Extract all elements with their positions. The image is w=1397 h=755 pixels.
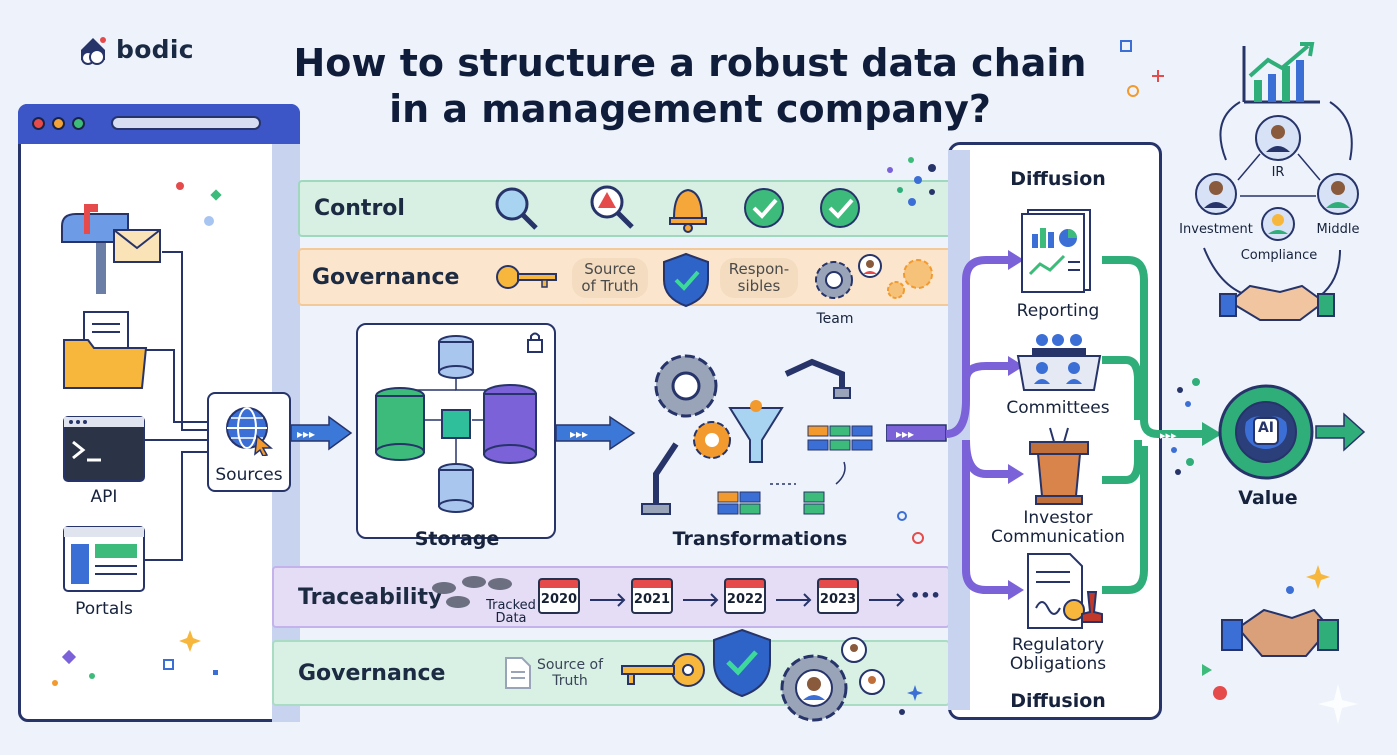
bell-icon bbox=[669, 188, 707, 233]
footprints-icon bbox=[432, 576, 512, 608]
stakeholder-investment-label: Investment bbox=[1179, 222, 1253, 237]
brand-logo[interactable]: bodic bbox=[76, 32, 194, 66]
window-maximize-dot bbox=[72, 117, 85, 130]
value-convergence-lines: ▸▸▸ bbox=[1102, 256, 1222, 594]
team-gear-icon bbox=[780, 637, 885, 722]
sources-label: Sources bbox=[215, 465, 283, 485]
title-line-2: in a management company? bbox=[389, 87, 991, 131]
tracked-data-label: Tracked Data bbox=[486, 598, 536, 626]
gear-icon bbox=[654, 354, 718, 418]
control-icons bbox=[495, 185, 860, 233]
responsibles-pill: Respon-sibles bbox=[720, 258, 798, 298]
source-of-truth-label-bottom: Source of Truth bbox=[536, 657, 604, 689]
handshake-icon bbox=[1219, 284, 1335, 321]
value-label: Value bbox=[1238, 487, 1298, 509]
svg-text:▸▸▸: ▸▸▸ bbox=[896, 427, 914, 441]
title-line-1: How to structure a robust data chain bbox=[293, 41, 1087, 85]
globe-icon bbox=[226, 407, 274, 456]
gear-orange-icon bbox=[693, 421, 731, 459]
stakeholder-cycle bbox=[1195, 42, 1359, 321]
portal-icon bbox=[63, 526, 145, 592]
stakeholder-ir-label: IR bbox=[1271, 165, 1285, 180]
traceability-label: Traceability bbox=[298, 584, 443, 610]
data-blocks-icon bbox=[717, 425, 873, 515]
committee-icon bbox=[1016, 334, 1102, 391]
storage-label: Storage bbox=[414, 528, 500, 550]
governance-label-top: Governance bbox=[312, 264, 460, 290]
calendar-year-2022: 2022 bbox=[724, 578, 766, 614]
svg-text:▸▸▸: ▸▸▸ bbox=[1160, 429, 1177, 442]
growth-chart-icon bbox=[1242, 42, 1320, 104]
diffusion-title-bottom: Diffusion bbox=[1010, 690, 1106, 712]
ai-brain-icon bbox=[1218, 384, 1366, 480]
lock-icon bbox=[527, 332, 543, 353]
page-title: How to structure a robust data chain in … bbox=[260, 40, 1120, 132]
calendar-year-2023: 2023 bbox=[817, 578, 859, 614]
brand-name: bodic bbox=[116, 34, 194, 64]
compliance-avatar bbox=[1261, 207, 1295, 241]
flow-arrow-1: ▸▸▸ bbox=[291, 415, 353, 451]
diffusion-regulatory-label: Regulatory Obligations bbox=[1009, 635, 1107, 674]
terminal-icon bbox=[63, 416, 145, 482]
ai-badge: AI bbox=[1257, 420, 1275, 436]
flow-arrow-3: ▸▸▸ bbox=[886, 424, 947, 442]
stakeholder-middle-label: Middle bbox=[1316, 222, 1360, 237]
diffusion-committees-label: Committees bbox=[1006, 398, 1110, 418]
database-bottom bbox=[438, 463, 474, 513]
window-minimize-dot bbox=[52, 117, 65, 130]
team-gears-icon bbox=[815, 254, 933, 299]
database-top bbox=[438, 335, 474, 379]
calendar-year-2021: 2021 bbox=[631, 578, 673, 614]
mailbox-icon bbox=[61, 204, 161, 294]
control-label: Control bbox=[314, 196, 405, 221]
robot-arm-icon-2 bbox=[641, 442, 679, 515]
document-icon bbox=[505, 657, 531, 689]
key-icon bbox=[496, 265, 557, 289]
diffusion-investor-label: Investor Communication bbox=[991, 508, 1125, 547]
svg-text:▸▸▸: ▸▸▸ bbox=[297, 427, 315, 441]
ir-avatar bbox=[1255, 115, 1301, 161]
shield-check-icon-2 bbox=[713, 628, 771, 698]
middle-avatar bbox=[1317, 173, 1359, 215]
flow-arrow-2: ▸▸▸ bbox=[556, 415, 636, 451]
database-left bbox=[375, 387, 425, 461]
robot-arm-icon bbox=[784, 358, 851, 399]
team-label: Team bbox=[816, 311, 854, 327]
database-network-icon bbox=[375, 332, 543, 513]
transformations-label: Transformations bbox=[672, 528, 848, 550]
api-label: API bbox=[90, 487, 118, 507]
report-chart-icon bbox=[1021, 209, 1091, 293]
database-right bbox=[483, 384, 537, 464]
certificate-icon bbox=[1027, 553, 1103, 629]
shield-check-icon bbox=[663, 252, 709, 308]
alert-magnifier-icon bbox=[590, 185, 634, 229]
diffusion-reporting-label: Reporting bbox=[1016, 301, 1100, 321]
calendar-year-2020: 2020 bbox=[538, 578, 580, 614]
investment-avatar bbox=[1195, 173, 1237, 215]
address-bar bbox=[111, 116, 261, 130]
diffusion-title-top: Diffusion bbox=[1010, 168, 1106, 190]
governance-label-bottom: Governance bbox=[298, 660, 446, 686]
svg-text:▸▸▸: ▸▸▸ bbox=[570, 427, 588, 441]
check-circle-icon-2 bbox=[820, 188, 860, 228]
magnifier-icon bbox=[495, 187, 538, 230]
transformations-icon bbox=[641, 354, 873, 515]
folder-icon bbox=[63, 311, 148, 389]
source-connectors bbox=[145, 251, 210, 561]
funnel-icon bbox=[728, 400, 784, 463]
source-of-truth-pill-top: Source of Truth bbox=[572, 258, 648, 298]
portals-label: Portals bbox=[75, 599, 133, 619]
window-close-dot bbox=[32, 117, 45, 130]
check-circle-icon bbox=[744, 188, 784, 228]
stakeholder-compliance-label: Compliance bbox=[1240, 248, 1318, 263]
handshake-icon-2 bbox=[1221, 608, 1339, 657]
timeline-arrows bbox=[590, 593, 905, 607]
timeline-ellipsis: ••• bbox=[910, 586, 941, 605]
podium-icon bbox=[1029, 427, 1089, 505]
key-icon-2 bbox=[621, 653, 705, 687]
diffusion-branches bbox=[946, 250, 1024, 600]
house-cloud-icon bbox=[81, 37, 106, 65]
